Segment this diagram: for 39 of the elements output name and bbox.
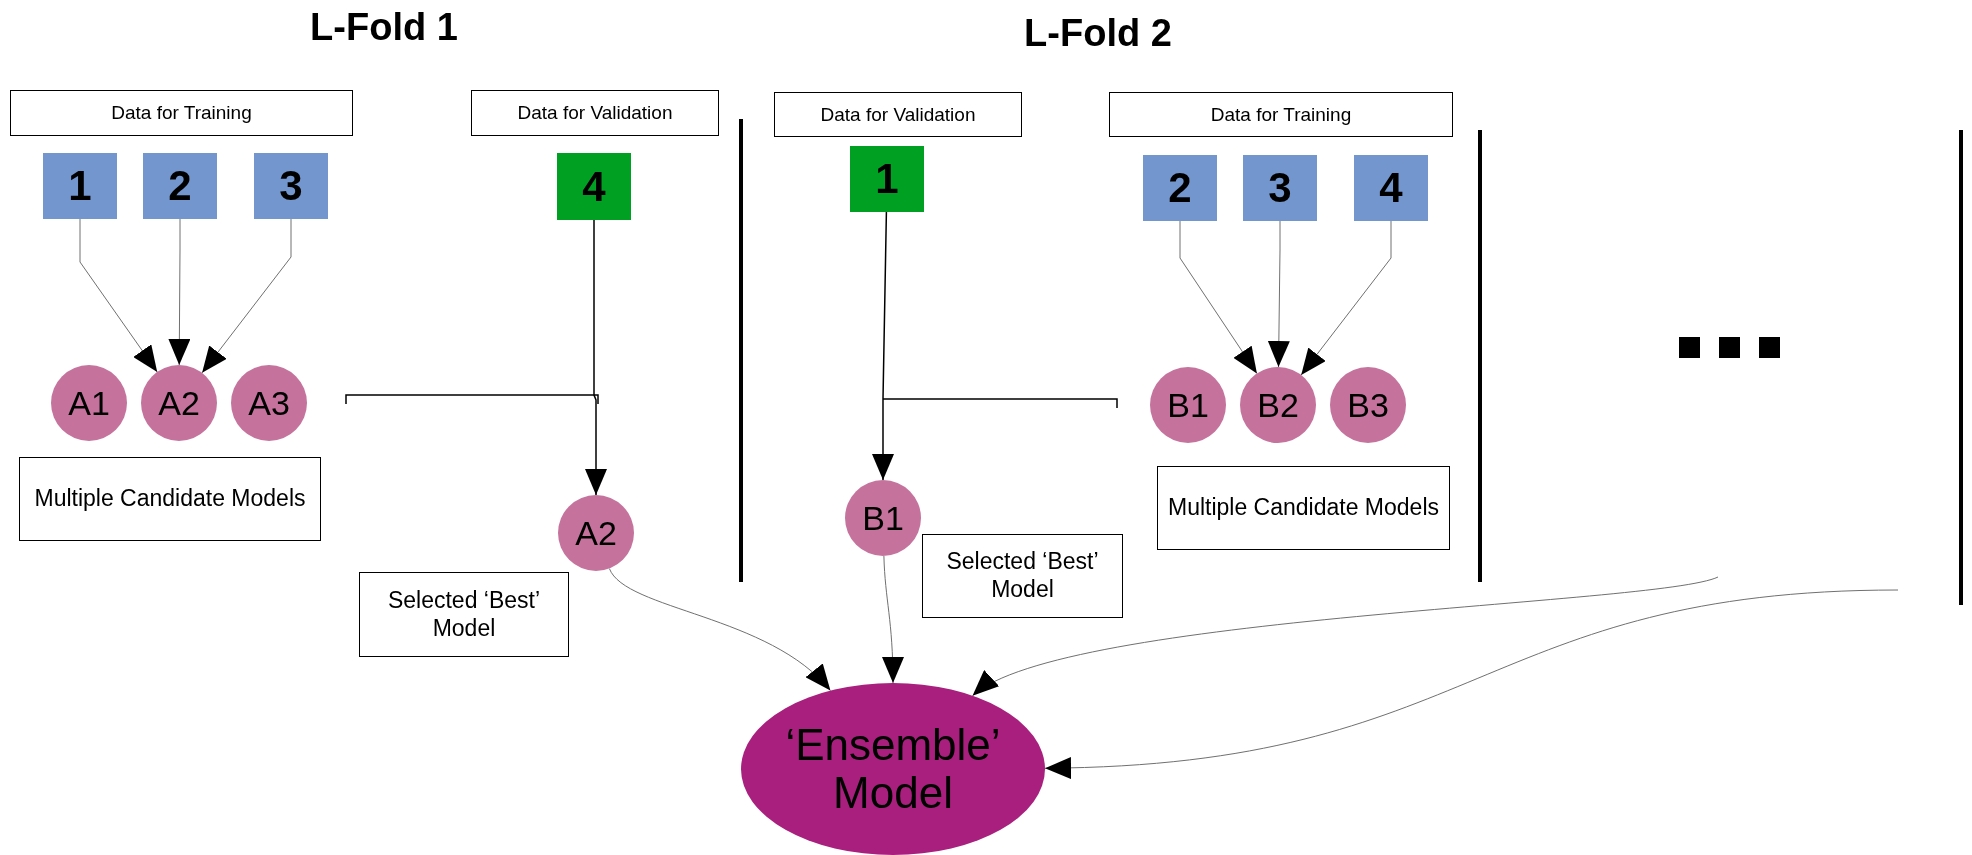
arrow <box>1044 589 1899 779</box>
arrow <box>201 218 292 374</box>
arrow <box>972 576 1719 697</box>
arrow <box>1179 220 1258 374</box>
ensemble-ellipse: ‘Ensemble’ Model <box>741 683 1045 855</box>
model-circle: B3 <box>1330 367 1406 443</box>
data-fold-square: 2 <box>143 153 217 219</box>
arrow <box>881 555 904 684</box>
model-circle: A2 <box>141 365 217 441</box>
note-box: Multiple Candidate Models <box>1157 466 1450 550</box>
data-fold-square: 1 <box>43 153 117 219</box>
data-fold-square: 4 <box>1354 155 1428 221</box>
header-box: Data for Validation <box>774 92 1022 137</box>
header-box: Data for Training <box>1109 92 1453 137</box>
header-box: Data for Training <box>10 90 353 136</box>
arrow <box>1300 220 1392 376</box>
arrow <box>585 219 607 496</box>
arrow <box>79 218 158 373</box>
arrow <box>1267 220 1290 368</box>
note-box: Multiple Candidate Models <box>19 457 321 541</box>
fold-title: L-Fold 1 <box>310 6 458 49</box>
arrow <box>608 568 831 692</box>
data-fold-square: 2 <box>1143 155 1217 221</box>
note-box: Selected ‘Best’ Model <box>359 572 569 657</box>
model-circle: A1 <box>51 365 127 441</box>
note-box: Selected ‘Best’ Model <box>922 534 1123 618</box>
fold-title: L-Fold 2 <box>1024 12 1172 55</box>
arrow <box>872 211 894 481</box>
validation-fold-square: 4 <box>557 153 631 220</box>
model-circle: A2 <box>558 495 634 571</box>
arrow <box>168 218 191 366</box>
model-circle: B2 <box>1240 367 1316 443</box>
data-fold-square: 3 <box>254 153 328 219</box>
model-circle: B1 <box>845 480 921 556</box>
data-fold-square: 3 <box>1243 155 1317 221</box>
validation-fold-square: 1 <box>850 146 924 212</box>
header-box: Data for Validation <box>471 90 719 136</box>
model-circle: B1 <box>1150 367 1226 443</box>
model-circle: A3 <box>231 365 307 441</box>
